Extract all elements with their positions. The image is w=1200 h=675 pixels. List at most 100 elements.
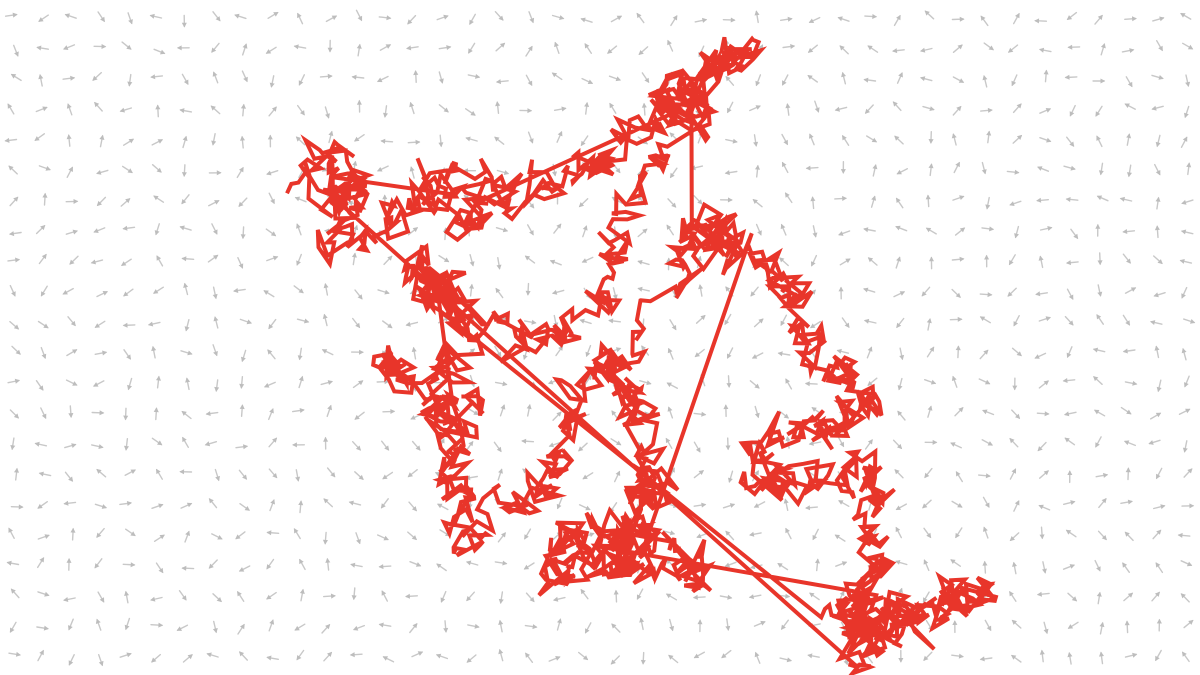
- field-arrow: [840, 160, 846, 174]
- field-arrow: [269, 75, 275, 88]
- field-arrow: [208, 559, 218, 569]
- field-arrow: [725, 75, 735, 86]
- field-arrow: [181, 194, 190, 205]
- field-arrow: [694, 17, 708, 23]
- field-arrow: [951, 653, 964, 659]
- field-arrow: [950, 442, 962, 449]
- field-arrow: [465, 136, 478, 142]
- field-arrow: [1070, 228, 1079, 240]
- field-arrow: [4, 137, 18, 143]
- field-arrow: [1011, 409, 1021, 419]
- field-arrow: [523, 319, 537, 325]
- field-arrow: [954, 407, 964, 417]
- field-arrow: [1037, 441, 1047, 452]
- field-arrow: [354, 411, 365, 420]
- field-arrow: [1011, 347, 1022, 357]
- field-arrow: [293, 528, 301, 540]
- field-arrow: [155, 468, 164, 480]
- field-arrow: [1092, 347, 1106, 353]
- field-arrow: [377, 289, 390, 295]
- field-arrow: [1009, 437, 1019, 448]
- field-arrow: [527, 131, 534, 144]
- field-arrow: [1039, 649, 1045, 663]
- field-arrow: [37, 591, 50, 597]
- field-arrow: [63, 597, 76, 602]
- field-arrow: [36, 625, 49, 631]
- field-arrow: [323, 283, 329, 296]
- field-arrow: [294, 623, 306, 631]
- field-arrow: [269, 499, 275, 512]
- field-arrow: [1009, 468, 1017, 480]
- field-arrow: [695, 314, 706, 324]
- field-arrow: [837, 435, 845, 448]
- field-arrow: [641, 102, 647, 116]
- field-arrow: [292, 442, 305, 448]
- field-arrow: [34, 133, 45, 141]
- field-arrow: [10, 437, 16, 451]
- field-arrow: [951, 16, 965, 22]
- field-arrow: [524, 624, 538, 630]
- field-arrow: [467, 407, 479, 416]
- field-arrow: [1006, 169, 1020, 175]
- field-arrow: [755, 74, 762, 87]
- field-arrow: [94, 503, 107, 509]
- field-arrow: [1014, 225, 1020, 239]
- field-arrow: [14, 467, 19, 481]
- field-arrow: [556, 131, 563, 143]
- field-arrow: [495, 101, 501, 115]
- field-arrow: [1064, 74, 1078, 80]
- field-arrow: [176, 45, 190, 51]
- field-arrow: [377, 75, 389, 83]
- field-arrow: [263, 290, 275, 298]
- field-arrow: [382, 409, 396, 414]
- field-arrow: [297, 12, 304, 25]
- field-arrow: [495, 42, 506, 52]
- field-arrow: [1007, 287, 1017, 297]
- field-arrow: [1124, 16, 1137, 22]
- field-arrow: [837, 16, 850, 22]
- field-arrow: [578, 504, 591, 511]
- field-arrow: [725, 138, 738, 144]
- field-arrow: [122, 225, 136, 231]
- field-arrow: [582, 225, 588, 238]
- field-arrow: [923, 651, 933, 661]
- field-arrow: [898, 649, 904, 663]
- field-arrow: [293, 285, 304, 294]
- field-arrow: [552, 289, 565, 295]
- field-arrow: [922, 105, 935, 111]
- field-arrow: [835, 561, 848, 567]
- field-arrow: [64, 13, 77, 19]
- field-arrow: [693, 470, 704, 479]
- field-arrow: [211, 132, 217, 146]
- field-arrow: [1155, 649, 1162, 662]
- field-arrow: [123, 349, 132, 360]
- field-arrow: [63, 500, 77, 506]
- field-arrow: [438, 45, 452, 50]
- field-arrow: [1043, 69, 1049, 83]
- field-arrow: [1064, 411, 1077, 417]
- field-arrow: [779, 657, 792, 663]
- field-arrow: [784, 192, 793, 204]
- field-arrow: [156, 375, 161, 389]
- field-arrow: [93, 380, 105, 387]
- field-arrow: [808, 440, 822, 446]
- field-arrow: [867, 257, 878, 266]
- field-arrow: [292, 408, 305, 413]
- field-arrow: [607, 45, 618, 54]
- field-arrow: [1127, 164, 1132, 178]
- field-arrow: [96, 468, 107, 478]
- field-arrow: [781, 161, 789, 174]
- field-arrow: [179, 108, 193, 114]
- field-arrow: [611, 623, 621, 633]
- field-arrow: [1185, 74, 1191, 87]
- field-arrow: [810, 196, 816, 210]
- field-arrow: [1067, 621, 1079, 629]
- field-arrow: [1012, 134, 1023, 144]
- field-arrow: [36, 45, 49, 51]
- field-arrow: [922, 499, 932, 509]
- field-arrow: [662, 530, 676, 536]
- field-arrow: [322, 531, 328, 545]
- field-arrow: [1183, 619, 1194, 629]
- field-arrow: [267, 134, 273, 148]
- field-arrow: [670, 15, 678, 27]
